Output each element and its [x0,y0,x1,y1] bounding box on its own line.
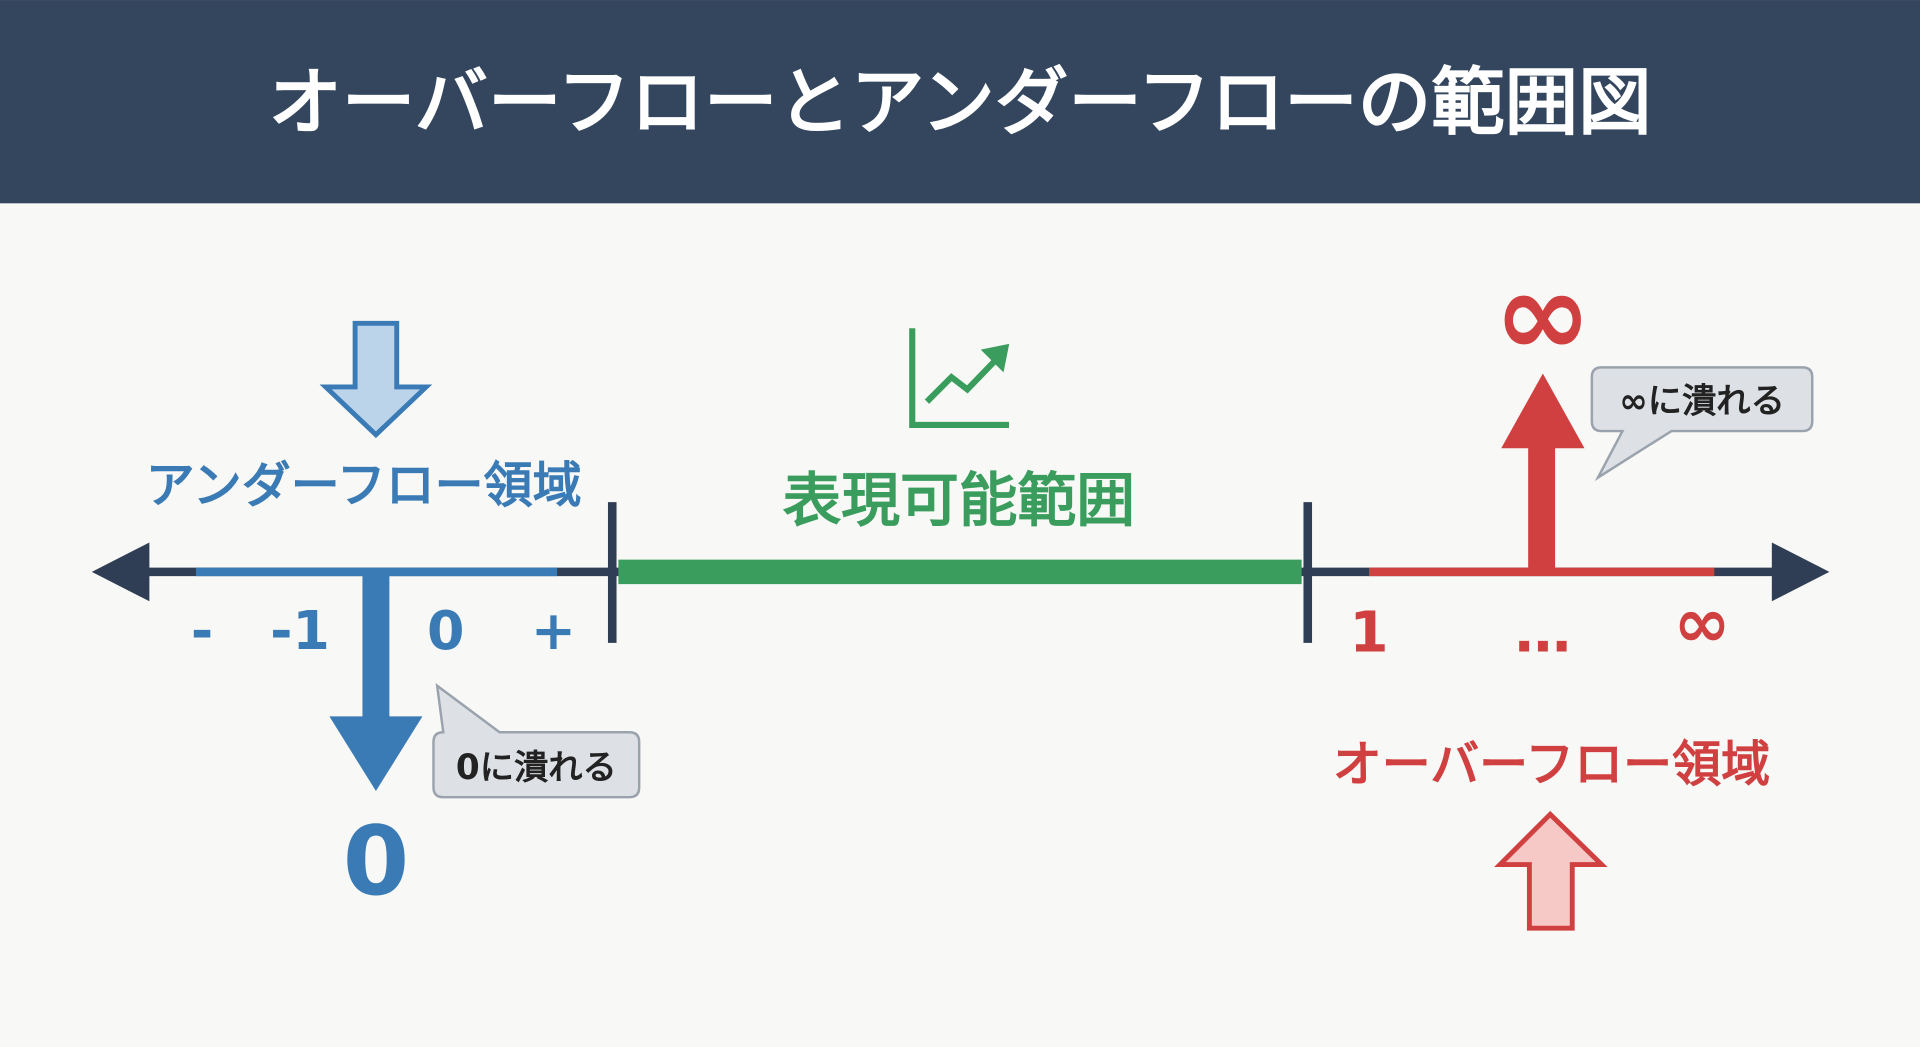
header-bar [0,0,1920,204]
underflow-tick-label: -1 [270,599,330,662]
underflow-hollow-arrow-icon [319,320,433,439]
collapse-to-zero-arrow-icon [329,571,423,792]
underflow-tick-label: - [191,599,213,662]
overflow-callout: ∞に潰れる [1590,366,1814,482]
overflow-tick-label: … [1515,600,1571,665]
underflow-label: アンダーフロー領域 [146,457,582,514]
overflow-tick-label: ∞ [1673,584,1730,664]
representable-range-bar [618,559,1302,585]
page-title: オーバーフローとアンダーフローの範囲図 [268,60,1651,145]
overflow-result: ∞ [1494,246,1592,383]
axis-left-arrowhead-icon [91,542,150,602]
overflow-hollow-arrow-icon [1494,810,1608,931]
representable-label: 表現可能範囲 [782,465,1135,534]
overflow-tick-label: 1 [1349,600,1388,665]
underflow-tick-label: 0 [427,599,464,662]
underflow-result: 0 [343,805,409,917]
overflow-callout-text: ∞に潰れる [1619,382,1785,422]
trend-chart-icon [909,328,1010,428]
collapse-to-infinity-arrow-icon [1501,373,1585,572]
axis-right-arrowhead-icon [1771,542,1830,602]
overflow-label: オーバーフロー領域 [1333,736,1770,793]
underflow-callout-text: 0に潰れる [456,748,617,788]
underflow-callout: 0に潰れる [432,683,641,799]
underflow-tick-label: + [531,599,576,662]
